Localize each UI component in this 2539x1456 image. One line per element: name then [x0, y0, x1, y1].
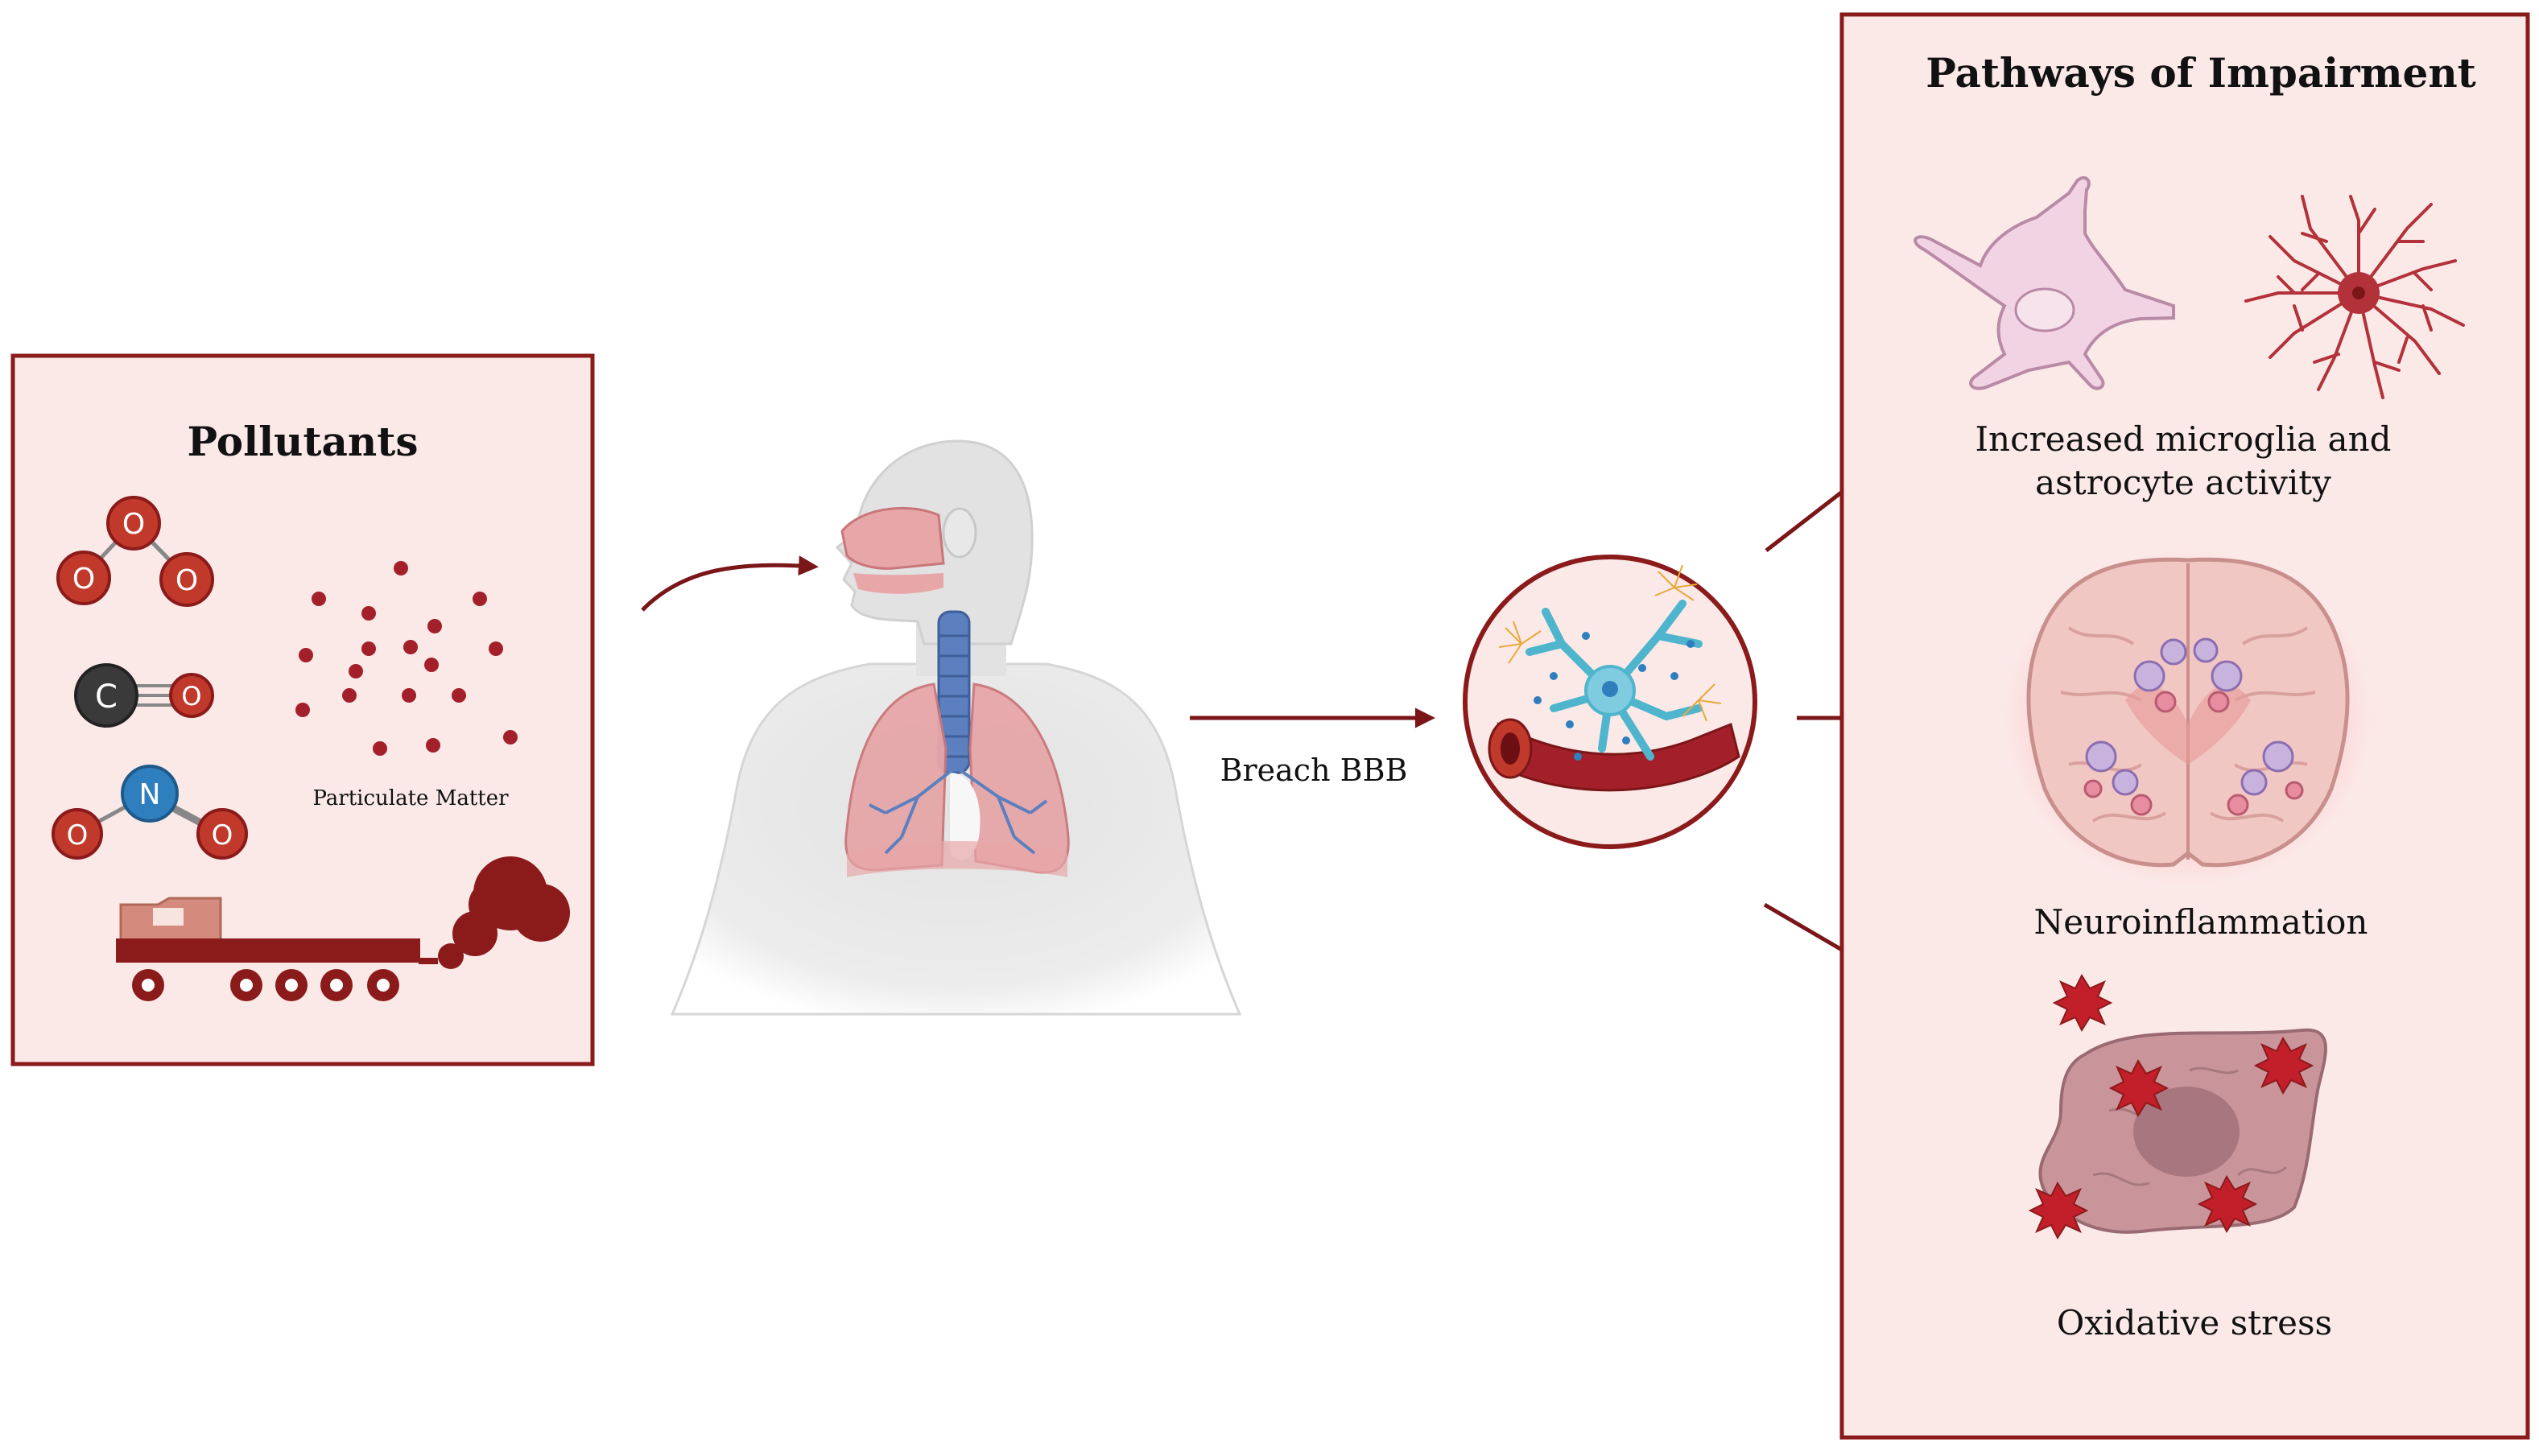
- inhalation-arrow: [641, 555, 819, 612]
- glia-activity-label-line1: Increased microglia and: [1975, 419, 2391, 459]
- pollutants-title: Pollutants: [187, 418, 418, 465]
- inflamed-brain-icon: [2003, 549, 2373, 887]
- human-respiratory-system-icon: [670, 439, 1242, 1016]
- oxidative-stress-cell-icon: [2038, 1028, 2327, 1234]
- astrocyte-icon: [2244, 195, 2465, 399]
- pathways-title: Pathways of Impairment: [1926, 49, 2476, 97]
- atom-label: C: [95, 679, 118, 716]
- truck-exhaust-icon: [116, 856, 570, 1001]
- reactive-oxygen-species-icons: [2028, 973, 2314, 1240]
- neuroinflammation-label: Neuroinflammation: [2034, 902, 2368, 942]
- pollutants-panel: Pollutants O O O C O: [10, 353, 595, 1066]
- nitrogen-dioxide-molecule-icon: N O O: [52, 765, 248, 860]
- ozone-molecule-icon: O O O: [56, 496, 214, 607]
- oxidative-stress-label: Oxidative stress: [2057, 1303, 2332, 1343]
- atom-label: O: [122, 508, 145, 541]
- atom-label: O: [67, 819, 89, 852]
- blood-brain-barrier-icon: [1463, 555, 1757, 849]
- particulate-matter-icon: [295, 561, 518, 756]
- atom-label: O: [72, 563, 95, 596]
- glia-activity-label-line2: astrocyte activity: [2035, 463, 2331, 502]
- astrocyte-nucleus: [2352, 287, 2365, 299]
- microglia-icon: [1914, 175, 2175, 390]
- breach-bbb-label: Breach BBB: [1220, 753, 1408, 788]
- atom-label: O: [181, 681, 201, 712]
- atom-label: O: [175, 564, 198, 597]
- carbon-monoxide-molecule-icon: C O: [74, 663, 214, 728]
- atom-label: N: [139, 778, 161, 811]
- atom-label: O: [212, 819, 233, 852]
- particulate-matter-label: Particulate Matter: [312, 786, 509, 810]
- pathways-panel: Pathways of Impairment Increased microgl…: [1839, 12, 2530, 1440]
